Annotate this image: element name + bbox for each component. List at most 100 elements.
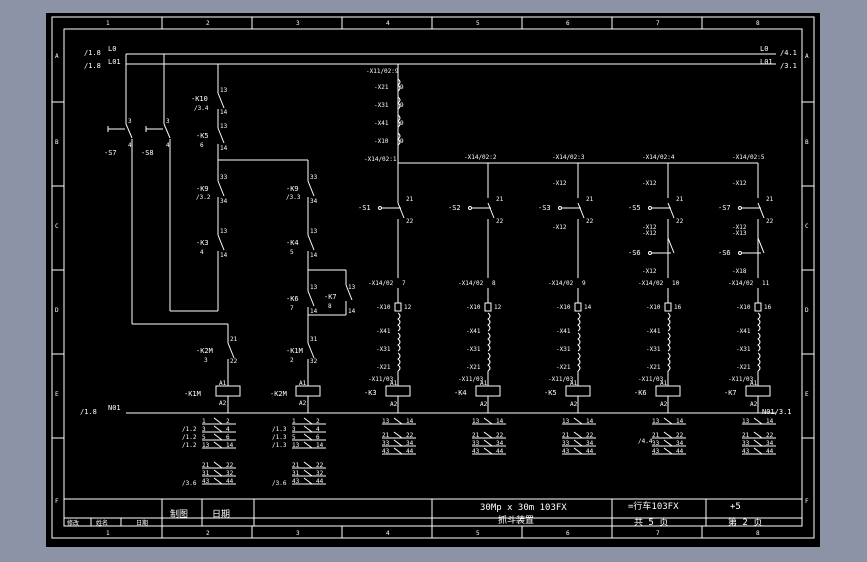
- label: A1: [660, 380, 668, 387]
- label: A2: [750, 401, 758, 408]
- svg-text:/1.8: /1.8: [80, 408, 97, 416]
- label: 21: [562, 432, 570, 439]
- svg-text:6: 6: [200, 142, 204, 149]
- svg-text:7: 7: [290, 305, 294, 312]
- svg-text:A1: A1: [299, 380, 307, 387]
- label: A1: [480, 380, 488, 387]
- label: -X12: [552, 180, 567, 187]
- col-label: 8: [756, 20, 760, 27]
- svg-text:共 5 页: 共 5 页: [634, 517, 668, 528]
- label: 33: [652, 440, 660, 447]
- svg-text:-X14/02:5: -X14/02:5: [732, 154, 765, 161]
- project-title: 30Mp x 30m 103FX: [480, 503, 567, 513]
- terminal-spring: [757, 352, 761, 372]
- label: -X11/03: [638, 376, 664, 383]
- col-label: 3: [296, 530, 300, 537]
- wire: [757, 202, 765, 219]
- switch-label: -S1: [358, 204, 371, 212]
- label: 33: [562, 440, 570, 447]
- svg-text:A: A: [55, 53, 59, 60]
- svg-text:-K1M: -K1M: [184, 390, 201, 398]
- svg-text:14: 14: [310, 252, 318, 259]
- col-label: 7: [656, 20, 660, 27]
- label: 31: [202, 470, 210, 477]
- wire: [393, 417, 403, 425]
- svg-text:13: 13: [220, 228, 228, 235]
- schematic-diagram: 1 2 3 4 5 6 7 8 1 2 3 4 5 6 7 8 AB CD EF…: [51, 16, 815, 539]
- title-block-text: 修改 姓名 日期 制图 日期 30Mp x 30m 103FX 抓斗装置 =行车…: [67, 500, 762, 528]
- label: -X11/03: [728, 376, 754, 383]
- label: -X12: [642, 230, 657, 237]
- label: 22: [496, 432, 504, 439]
- terminal-spring: [667, 312, 671, 332]
- svg-text:L01: L01: [108, 58, 121, 66]
- label: 1: [292, 418, 296, 425]
- wire: [753, 431, 763, 439]
- label: 43: [742, 448, 750, 455]
- label: 5: [202, 434, 206, 441]
- label: 22: [226, 462, 234, 469]
- label: -X10: [376, 304, 391, 311]
- row-labels: AB CD EF AB CD EF: [55, 53, 809, 505]
- label: -X41: [466, 328, 481, 335]
- svg-text:14: 14: [220, 109, 228, 116]
- svg-text:4: 4: [200, 249, 204, 256]
- svg-text:F: F: [805, 498, 809, 505]
- svg-text:14: 14: [220, 145, 228, 152]
- wire: [483, 431, 493, 439]
- svg-text:第 2 页: 第 2 页: [728, 516, 762, 528]
- svg-text:9: 9: [400, 102, 404, 109]
- svg-text:D: D: [805, 307, 809, 314]
- label: 1: [202, 418, 206, 425]
- svg-text:-K2M: -K2M: [196, 347, 213, 355]
- svg-text:-X14/02:4: -X14/02:4: [642, 154, 675, 161]
- wire: [757, 237, 765, 254]
- terminal-block: [754, 302, 762, 312]
- label: 22: [766, 432, 774, 439]
- svg-text:N01/3.1: N01/3.1: [762, 408, 792, 416]
- svg-text:/3.4: /3.4: [194, 105, 209, 112]
- label: 33: [472, 440, 480, 447]
- terminal-spring: [577, 332, 581, 352]
- switch-label: -S3: [538, 204, 551, 212]
- label: 44: [226, 478, 234, 485]
- label: -X14/02: [548, 280, 574, 287]
- label: 5: [292, 434, 296, 441]
- col-label: 6: [566, 20, 570, 27]
- wire: [663, 447, 673, 455]
- label: 34: [766, 440, 774, 447]
- terminal-spring: [397, 332, 401, 352]
- label: -X21: [466, 364, 481, 371]
- label: 14: [586, 418, 594, 425]
- wire: [213, 441, 223, 449]
- label: /1.3: [272, 434, 287, 441]
- svg-text:-X14/02:3: -X14/02:3: [552, 154, 585, 161]
- label: -X12: [732, 180, 747, 187]
- label: 11: [762, 280, 770, 287]
- label: 34: [586, 440, 594, 447]
- svg-text:21: 21: [230, 336, 238, 343]
- label: 21: [586, 196, 594, 203]
- svg-text:A: A: [805, 53, 809, 60]
- col-label: 8: [756, 530, 760, 537]
- svg-text:L0: L0: [760, 45, 768, 53]
- label: -X12: [552, 224, 567, 231]
- switch-dot: [738, 206, 742, 210]
- terminal-spring: [577, 312, 581, 332]
- svg-text:-X14/02:1: -X14/02:1: [364, 156, 397, 163]
- svg-text:22: 22: [230, 358, 238, 365]
- label: A2: [570, 401, 578, 408]
- label: 22: [586, 218, 594, 225]
- label: 13: [652, 418, 660, 425]
- col-label: 7: [656, 530, 660, 537]
- label: -X31: [736, 346, 751, 353]
- label: /1.2: [182, 434, 197, 441]
- label: 31: [292, 470, 300, 477]
- label: -X10: [556, 304, 571, 311]
- wire: [303, 477, 313, 485]
- svg-text:/4.1: /4.1: [780, 49, 797, 57]
- title-block: [64, 498, 802, 526]
- label: 14: [584, 304, 592, 311]
